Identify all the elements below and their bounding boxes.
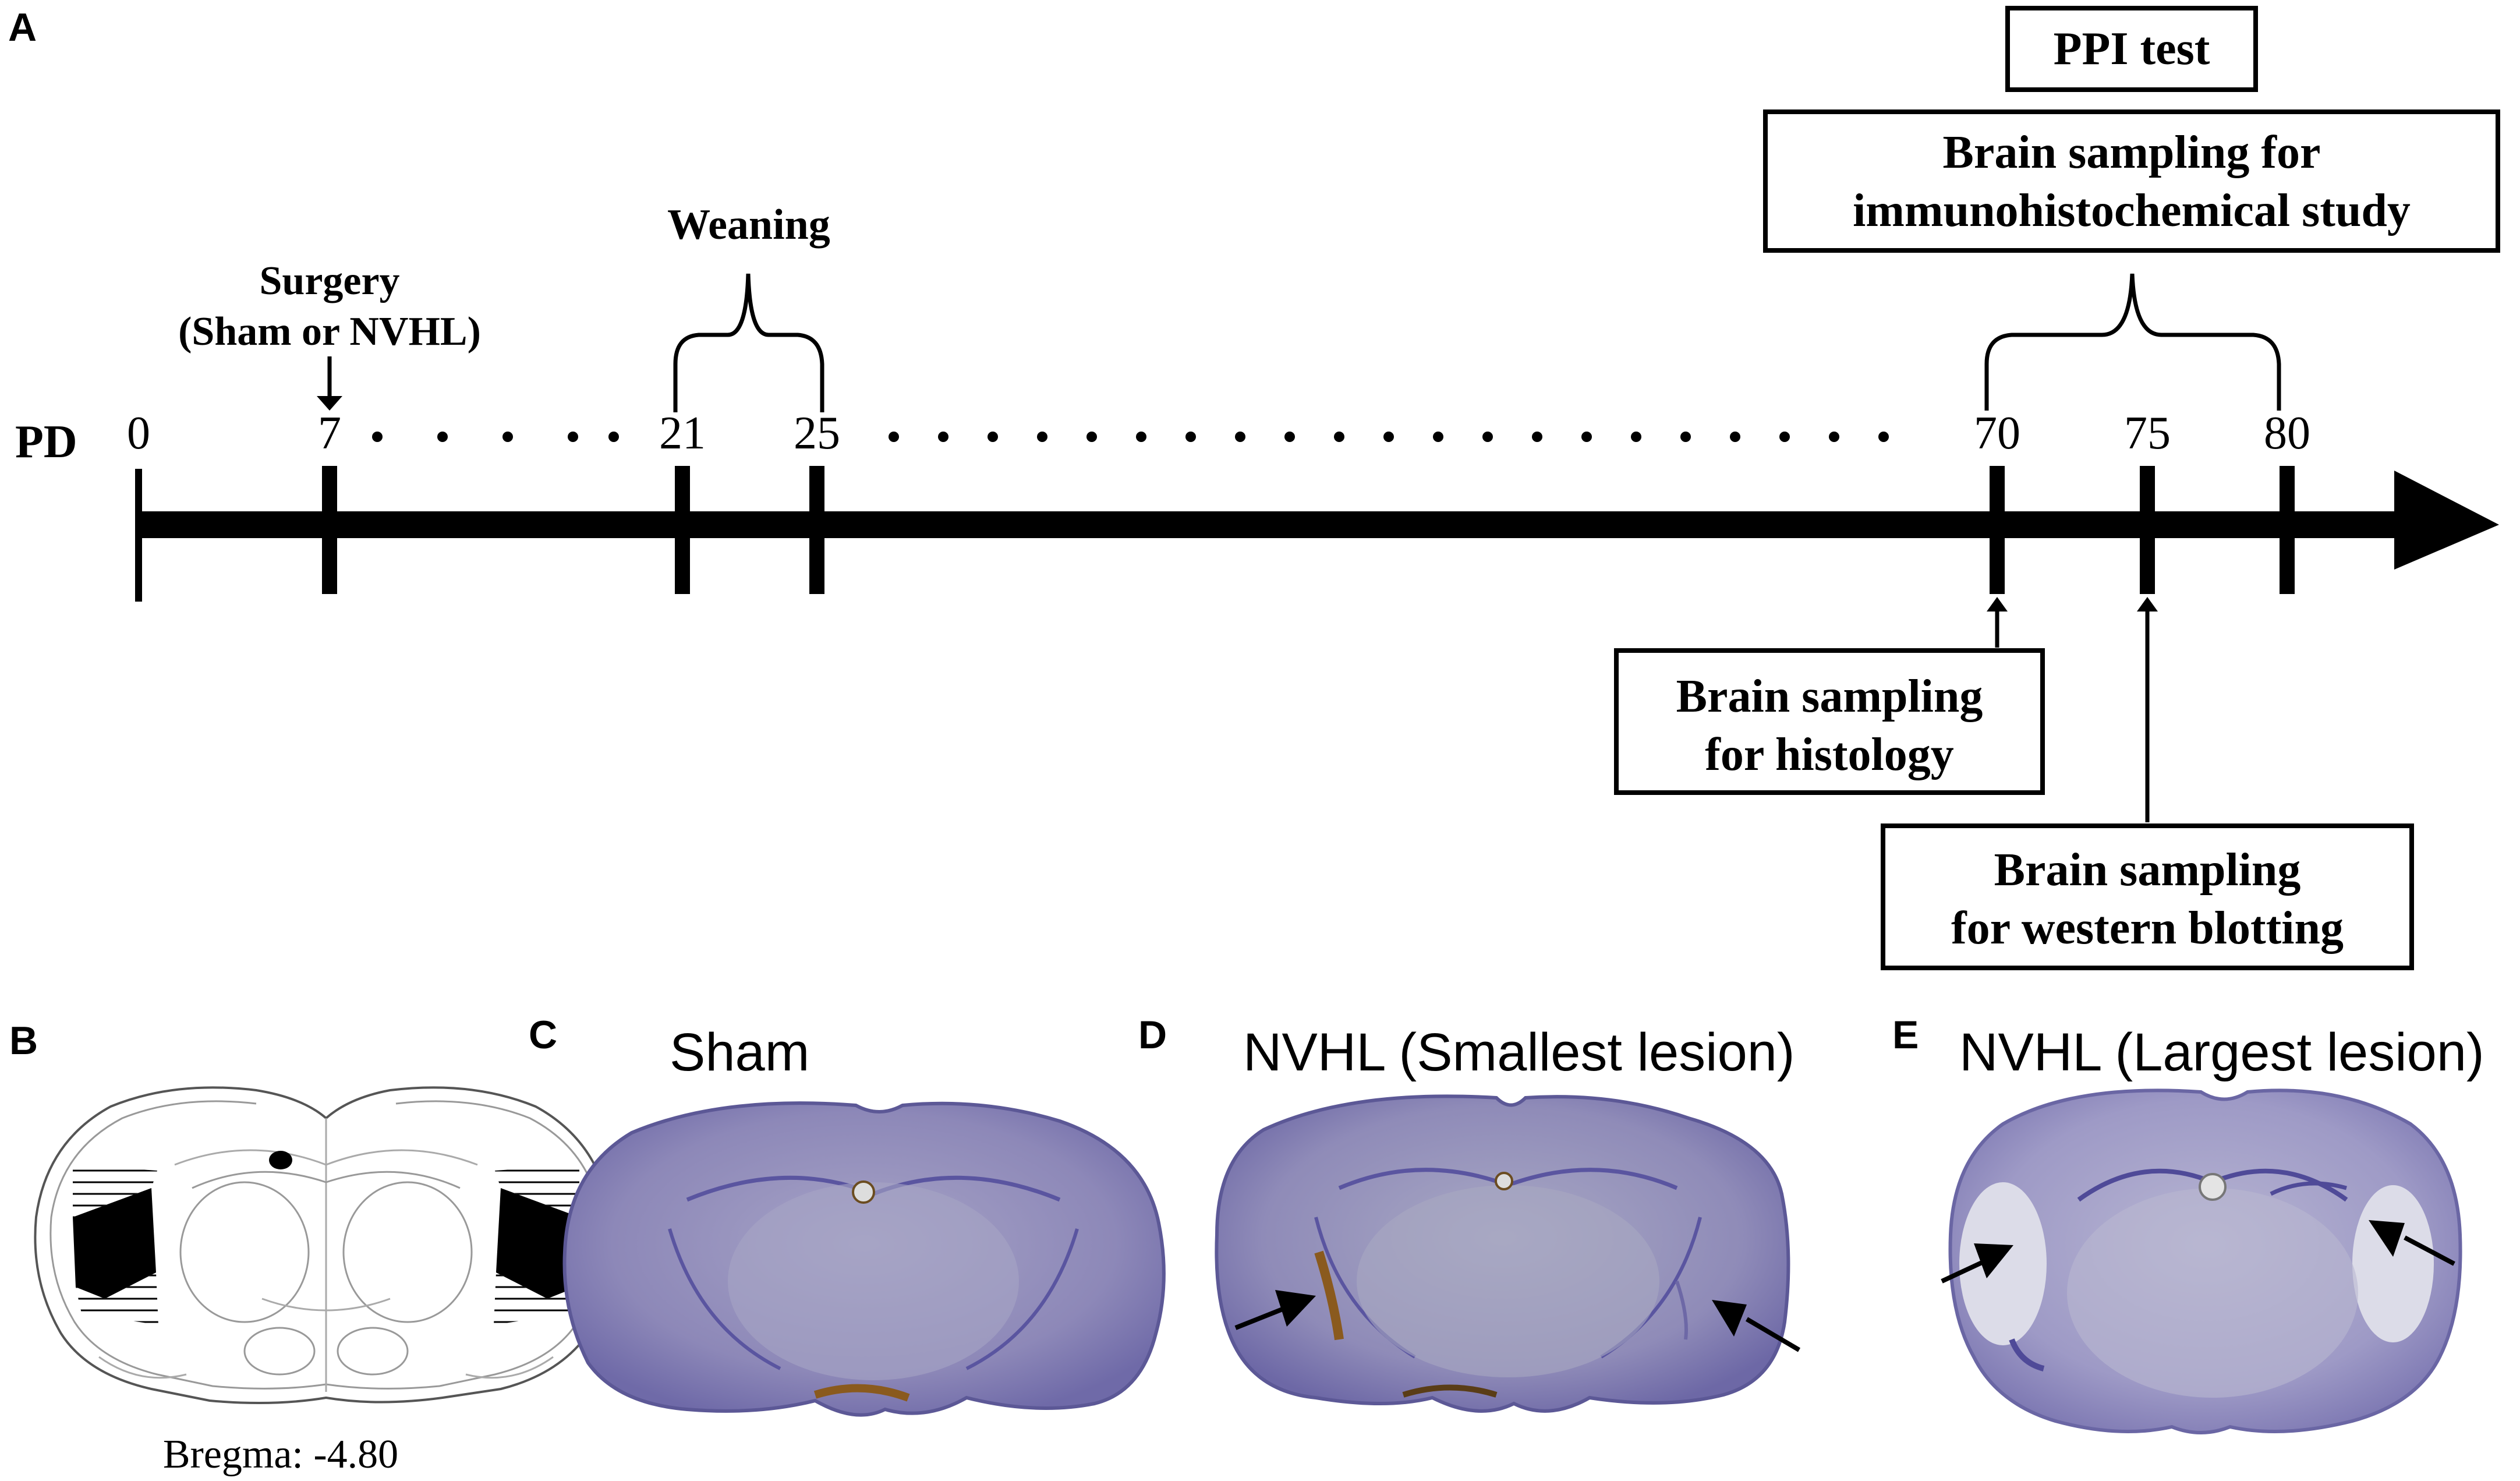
timeline-dot (1631, 432, 1641, 442)
surgery-label: Surgery (259, 259, 399, 303)
atlas-diagram (34, 1086, 614, 1404)
atlas-lesion-left (73, 1188, 156, 1299)
timeline-dot (1136, 432, 1146, 442)
timeline-axis-label: PD (15, 416, 77, 468)
timeline-dot (1185, 432, 1196, 442)
panel-label-c: C (529, 1013, 557, 1057)
timeline-tick-21 (675, 466, 690, 594)
immuno-label-line2: immunohistochemical study (1853, 185, 2411, 236)
histology-label-line2: for histology (1705, 729, 1953, 780)
nvhl-large-lesion-image (1948, 1088, 2462, 1434)
lesion-arrow-e-left (1941, 1259, 1987, 1284)
panel-d-title: NVHL (Smallest lesion) (1243, 1023, 1795, 1082)
lesion-arrow-e-right-head (2369, 1220, 2405, 1257)
timeline-dot (1730, 432, 1740, 442)
panel-label-e: E (1892, 1013, 1919, 1057)
western-label-line1: Brain sampling (1994, 844, 2301, 896)
timeline-dot (1433, 432, 1443, 442)
dotted-segment-25-70 (889, 432, 1889, 442)
timeline-dot (1334, 432, 1344, 442)
timeline-dot (1037, 432, 1047, 442)
immuno-label-line1: Brain sampling for (1943, 127, 2321, 178)
timeline-tick-80 (2280, 466, 2295, 594)
timeline-tick-label-7: 7 (318, 408, 341, 459)
timeline-dot (1878, 432, 1889, 442)
panel-label-d: D (1138, 1013, 1167, 1057)
dotted-segment-7-21 (372, 432, 619, 442)
surgery-sublabel: (Sham or NVHL) (178, 309, 481, 354)
panel-label-a: A (8, 5, 37, 50)
ppi-test-label: PPI test (2054, 23, 2210, 75)
timeline-dot (1086, 432, 1097, 442)
weaning-bracket (673, 273, 824, 412)
atlas-hatch-right-bottom (494, 1273, 576, 1325)
timeline-dot (1581, 432, 1592, 442)
timeline-tick-75 (2140, 466, 2155, 594)
ppi-test-box (2005, 6, 2258, 92)
weaning-label: Weaning (667, 201, 830, 249)
lesion-arrow-d-left-head (1275, 1290, 1316, 1327)
panel-label-b: B (9, 1019, 38, 1063)
atlas-ventricle (269, 1151, 292, 1169)
atlas-hatch-left-bottom (76, 1273, 158, 1325)
timeline-dot (1779, 432, 1790, 442)
timeline-tick-label-0: 0 (127, 408, 150, 459)
timeline-dot (889, 432, 899, 442)
histology-box (1614, 648, 2045, 795)
timeline-tick-70 (1990, 466, 2005, 594)
timeline-dot (1482, 432, 1493, 442)
timeline-tick-label-25: 25 (794, 408, 840, 459)
western-label-line2: for western blotting (1951, 903, 2344, 954)
panel-c-title: Sham (670, 1023, 809, 1082)
timeline-tick-label-21: 21 (659, 408, 706, 459)
timeline-dot (1532, 432, 1542, 442)
nvhl-small-lesion-image (1215, 1094, 1790, 1413)
timeline-dot (1680, 432, 1691, 442)
immuno-bracket (1984, 273, 2281, 411)
timeline-dot (1235, 432, 1245, 442)
timeline-tick-labels: 0 7 21 25 70 75 80 (127, 408, 2310, 459)
western-box (1881, 823, 2414, 970)
lesion-arrow-d-right-head (1712, 1300, 1747, 1337)
timeline-bar (139, 511, 2398, 538)
lesion-arrow-e-left-head (1974, 1243, 2013, 1278)
bregma-caption: Bregma: -4.80 (163, 1432, 398, 1477)
timeline-arrowhead (2394, 471, 2499, 570)
atlas-hatch-right-top (495, 1165, 579, 1217)
immuno-box (1763, 109, 2500, 253)
timeline-dot (1829, 432, 1839, 442)
lesion-arrow-d-right (1745, 1317, 1801, 1352)
timeline-dot (1383, 432, 1394, 442)
surgery-arrow-head (317, 396, 342, 411)
histology-label-line1: Brain sampling (1676, 671, 1983, 722)
atlas-outline (34, 1086, 614, 1404)
timeline-tick-label-80: 80 (2264, 408, 2310, 459)
lesion-arrow-d-left (1234, 1305, 1288, 1330)
timeline-tick-7 (322, 466, 337, 594)
timeline-tick-label-75: 75 (2124, 408, 2171, 459)
timeline-dot (938, 432, 948, 442)
western-arrow-head (2137, 597, 2158, 612)
timeline-dot (988, 432, 998, 442)
timeline-tick-label-70: 70 (1974, 408, 2020, 459)
timeline-tick-25 (809, 466, 824, 594)
sham-section-image (562, 1101, 1166, 1417)
timeline-ticks (322, 466, 2295, 594)
panel-e-title: NVHL (Largest lesion) (1959, 1023, 2484, 1082)
lesion-cavity-right (2352, 1185, 2434, 1342)
atlas-hatch-left-top (73, 1165, 157, 1217)
lesion-cavity-left (1959, 1182, 2047, 1345)
histology-arrow-head (1987, 597, 2008, 612)
timeline-dot (1284, 432, 1295, 442)
lesion-arrow-e-right (2404, 1235, 2455, 1266)
atlas-lesion-right (496, 1188, 579, 1299)
timeline-start-line (135, 469, 142, 602)
